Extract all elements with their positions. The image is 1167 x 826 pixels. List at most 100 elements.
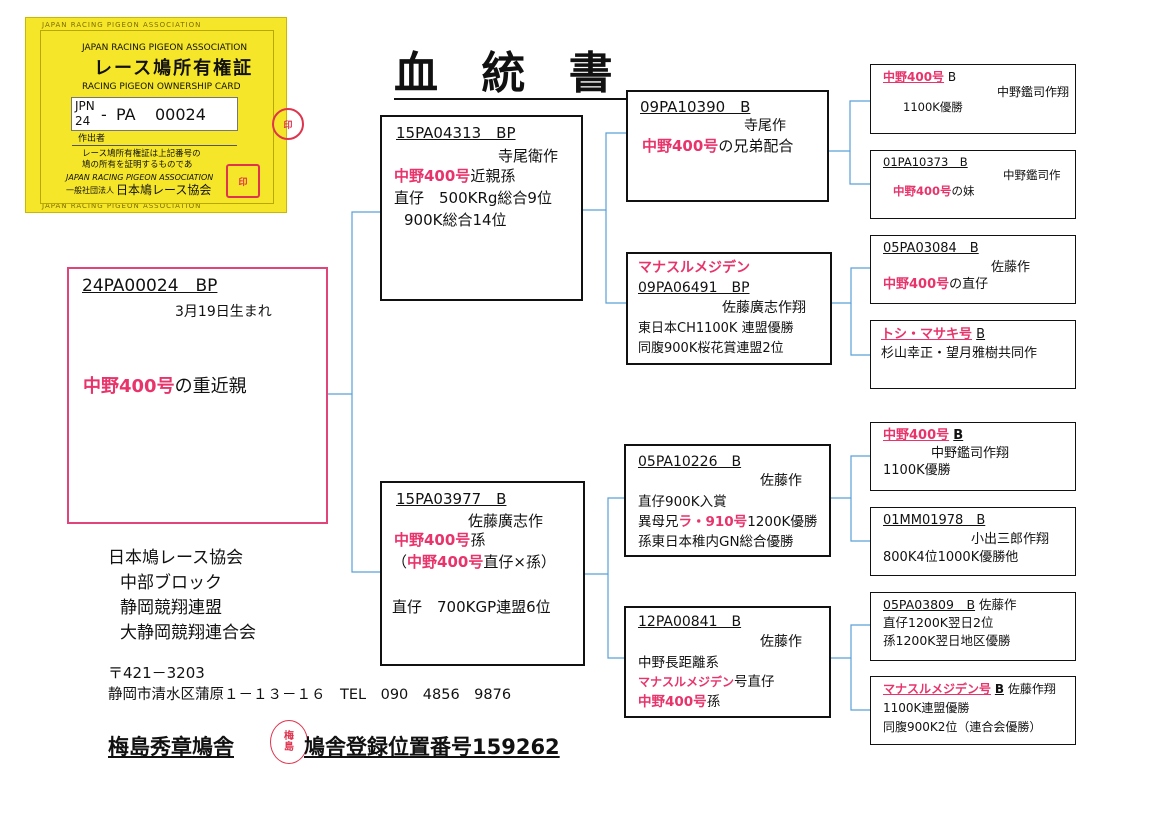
dds-line2: 孫1200K翌日地区優勝 (883, 633, 1011, 648)
subject-box: 24PA00024 BP 3月19日生まれ 中野400号の重近親 (67, 267, 328, 524)
dd-breeder: 佐藤作 (760, 634, 802, 650)
card-border-top: JAPAN RACING PIGEON ASSOCIATION (42, 21, 202, 29)
dam-breeder: 佐藤廣志作 (468, 512, 544, 530)
ds-line2-b: 1200K優勝 (747, 514, 818, 530)
sdd-box: トシ・マサキ号 B 杉山幸正・望月雅樹共同作 (870, 320, 1076, 389)
ssd-line1: 中野400号の妹 (893, 184, 975, 199)
sdd-name: トシ・マサキ号 (881, 327, 973, 342)
dsd-line1: 800K4位1000K優勝他 (883, 550, 1019, 565)
sss-name: 中野400号 (883, 70, 945, 84)
dam-line2-rest: 直仔×孫） (483, 553, 556, 571)
dss-name: 中野400号 (883, 428, 950, 443)
sds-line1-pink: 中野400号 (883, 277, 950, 292)
dam-ring: 15PA03977 B (396, 490, 507, 508)
ss-line1: 中野400号の兄弟配合 (642, 137, 793, 155)
dam-line3: 直仔 700KGP連盟6位 (392, 598, 551, 616)
subject-ring: 24PA00024 BP (82, 276, 218, 296)
sire-line2: 直仔 500KRg総合9位 (394, 189, 552, 207)
ds-line1: 直仔900K入賞 (638, 494, 727, 510)
org-line2: 中部ブロック (120, 573, 222, 593)
ss-line1-rest: の兄弟配合 (718, 137, 794, 155)
ds-line3: 孫東日本稚内GN総合優勝 (638, 534, 794, 550)
sds-line1: 中野400号の直仔 (883, 277, 988, 293)
subject-note-rest: の重近親 (174, 376, 247, 397)
dss-box: 中野400号 B 中野鑑司作翔 1100K優勝 (870, 422, 1076, 491)
sds-box: 05PA03084 B 佐藤作 中野400号の直仔 (870, 235, 1076, 304)
ddd-line2: 同腹900K2位（連合会優勝） (883, 720, 1042, 734)
sdd-sex: B (976, 327, 986, 342)
owner-seal-bottom: 島 (284, 742, 294, 753)
sd-line2: 同腹900K桜花賞連盟2位 (638, 341, 784, 356)
dss-line1: 1100K優勝 (883, 463, 951, 478)
card-ring-box: JPN 24 - PA 00024 (71, 97, 238, 131)
org-line4: 大静岡競翔連合会 (120, 623, 256, 643)
ssd-ring: 01PA10373 B (883, 155, 968, 169)
dam-line2: （中野400号直仔×孫） (392, 553, 556, 571)
card-org-ja: 日本鳩レース協会 (116, 183, 212, 197)
dss-breeder: 中野鑑司作翔 (931, 446, 1010, 461)
dd-line2-pink: マナスルメジデン (638, 675, 735, 689)
card-author-label: 作出者 (78, 134, 106, 144)
card-ring-code: PA (116, 105, 136, 124)
ddd-title: マナスルメジデン号 B 佐藤作翔 (883, 682, 1056, 696)
sss-breeder: 中野鑑司作翔 (997, 85, 1070, 99)
ds-line2-pink: ラ・910号 (678, 514, 748, 530)
sire-box: 15PA04313 BP 寺尾衛作 中野400号近親孫 直仔 500KRg総合9… (380, 115, 583, 301)
sds-line1-rest: の直仔 (949, 277, 989, 292)
ds-line2-a: 異母兄 (638, 514, 679, 530)
card-seal-stamp: 印 (226, 164, 260, 198)
ssd-line1-pink: 中野400号 (893, 184, 952, 198)
dam-line2-open: （ (392, 553, 408, 571)
dds-ring: 05PA03809 B (883, 597, 976, 612)
ddd-breeder: 佐藤作翔 (1007, 682, 1056, 696)
ddd-line1: 1100K連盟優勝 (883, 701, 970, 715)
ds-breeder: 佐藤作 (760, 473, 802, 489)
ssd-line1-rest: の妹 (951, 184, 975, 198)
card-title-ja: レース鳩所有権証 (94, 58, 254, 79)
card-note-line1: レース鳩所有権証は上記番号の (82, 149, 201, 159)
dd-ring: 12PA00841 B (638, 614, 742, 630)
dsd-ring: 01MM01978 B (883, 513, 986, 528)
ds-box: 05PA10226 B 佐藤作 直仔900K入賞 異母兄ラ・910号1200K優… (624, 444, 831, 557)
subject-note: 中野400号の重近親 (83, 376, 247, 398)
ssd-breeder: 中野鑑司作 (1003, 168, 1061, 182)
ss-line1-pink: 中野400号 (642, 137, 719, 155)
sd-ring: 09PA06491 BP (638, 280, 750, 296)
address-postal: 〒421－3203 (108, 664, 205, 682)
ddd-box: マナスルメジデン号 B 佐藤作翔 1100K連盟優勝 同腹900K2位（連合会優… (870, 676, 1076, 745)
sd-box: マナスルメジデン 09PA06491 BP 佐藤廣志作翔 東日本CH1100K … (626, 252, 832, 365)
card-ring-number: 00024 (155, 105, 206, 124)
card-author-line (72, 145, 237, 146)
card-assoc-en2: JAPAN RACING PIGEON ASSOCIATION (66, 173, 214, 182)
dam-line1-rest: 孫 (470, 531, 486, 549)
ss-ring: 09PA10390 B (640, 98, 751, 116)
ss-breeder: 寺尾作 (744, 118, 786, 134)
org-line3: 静岡競翔連盟 (120, 598, 222, 618)
card-note-line2: 鳩の所有を証明するものであ (82, 160, 193, 170)
card-ring-year: 24 (75, 114, 91, 128)
dd-line3-rest: 孫 (706, 694, 721, 710)
sire-line1: 中野400号近親孫 (394, 167, 515, 185)
sdd-title: トシ・マサキ号 B (881, 327, 985, 343)
dss-sex: B (953, 428, 964, 443)
sd-line1: 東日本CH1100K 連盟優勝 (638, 321, 794, 336)
dsd-breeder: 小出三郎作翔 (971, 532, 1050, 547)
ssd-box: 01PA10373 B 中野鑑司作 中野400号の妹 (870, 150, 1076, 219)
sds-ring: 05PA03084 B (883, 241, 979, 256)
sss-sex: B (947, 70, 957, 84)
sd-breeder: 佐藤廣志作翔 (722, 300, 806, 316)
subject-birth: 3月19日生まれ (175, 304, 272, 320)
sss-line1: 1100K優勝 (903, 100, 963, 114)
dd-line1: 中野長距離系 (638, 655, 719, 671)
ddd-name: マナスルメジデン号 (883, 682, 992, 696)
dd-box: 12PA00841 B 佐藤作 中野長距離系 マナスルメジデン号直仔 中野400… (624, 606, 831, 718)
card-assoc-en: JAPAN RACING PIGEON ASSOCIATION (82, 43, 248, 53)
card-org-small: 一般社団法人 (66, 186, 114, 195)
card-title-en: RACING PIGEON OWNERSHIP CARD (82, 82, 241, 92)
dss-title: 中野400号 B (883, 428, 963, 444)
dam-line2-pink: 中野400号 (407, 553, 484, 571)
sdd-line1: 杉山幸正・望月雅樹共同作 (881, 346, 1038, 361)
subject-note-pink: 中野400号 (83, 376, 175, 397)
sss-box: 中野400号 B 中野鑑司作翔 1100K優勝 (870, 64, 1076, 134)
dd-line3: 中野400号孫 (638, 694, 720, 710)
